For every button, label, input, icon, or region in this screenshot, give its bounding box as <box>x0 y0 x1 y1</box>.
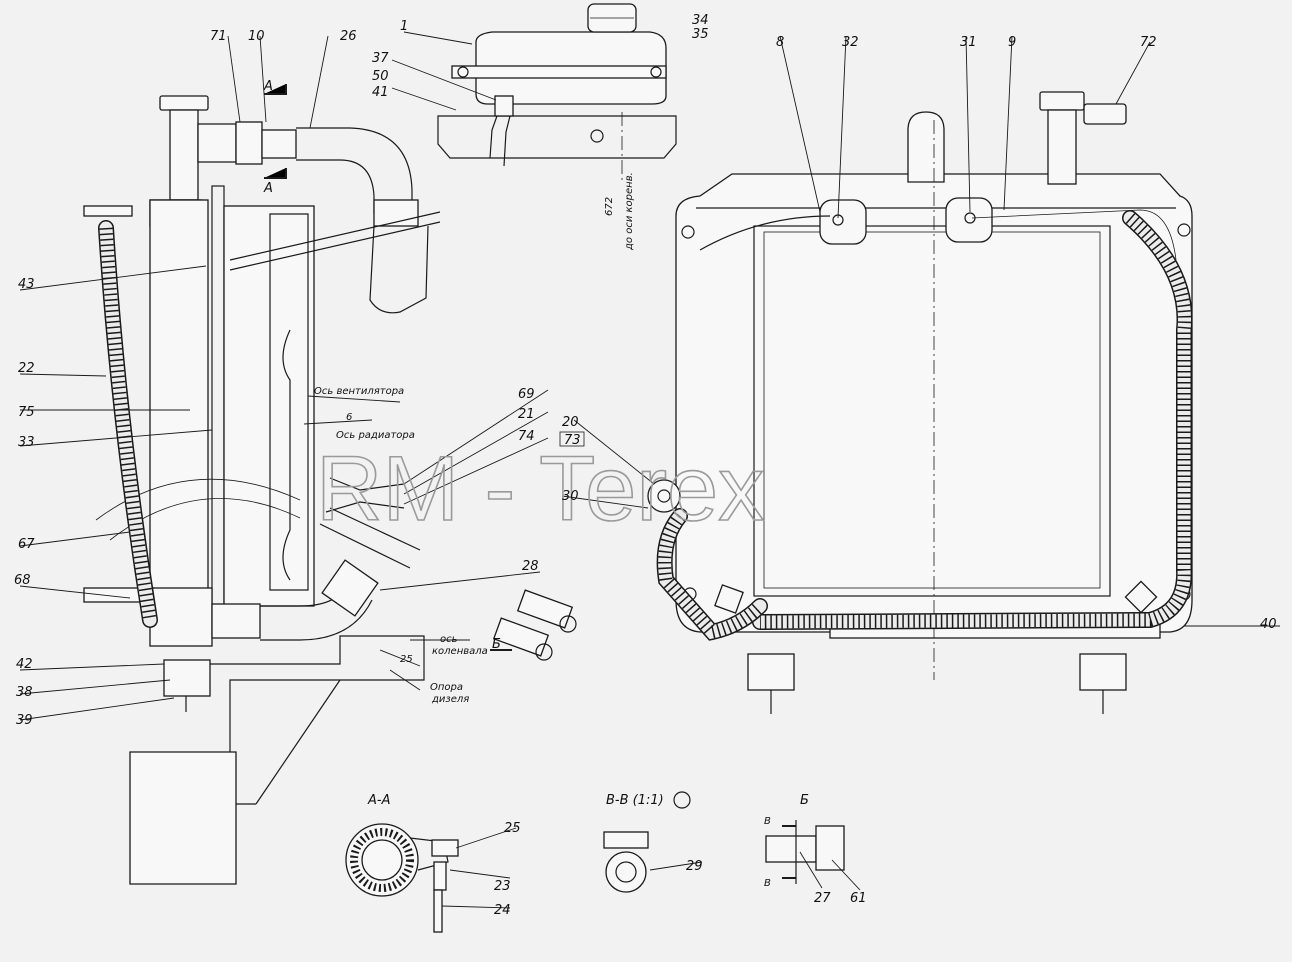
callout-8: 8 <box>776 35 784 50</box>
callout-39: 39 <box>16 713 33 728</box>
callout-42: 42 <box>16 657 33 672</box>
callout-21: 21 <box>518 407 535 422</box>
callout-29: 29 <box>686 859 703 874</box>
callout-61: 61 <box>850 891 867 906</box>
callout-26: 26 <box>340 29 357 44</box>
hose-front-left <box>656 508 768 641</box>
view-b-title: Б <box>800 793 809 808</box>
callout-43: 43 <box>18 277 35 292</box>
callout-73: 73 <box>564 433 581 448</box>
callout-23: 23 <box>494 879 511 894</box>
front-feet-fittings <box>714 580 1158 614</box>
section-cut-marks <box>264 84 796 879</box>
leader-lines <box>19 31 1280 909</box>
hose-front-right <box>752 210 1193 630</box>
callout-50: 50 <box>372 69 389 84</box>
callout-9: 9 <box>1008 35 1016 50</box>
callout-30: 30 <box>562 489 579 504</box>
callout-31: 31 <box>960 35 977 50</box>
callout-25: 25 <box>504 821 521 836</box>
section-mark-b: Б <box>492 637 501 652</box>
section-mark-a-bottom: А <box>263 181 273 196</box>
callout-1: 1 <box>400 19 408 34</box>
watermark: RM - Terex <box>316 438 764 540</box>
dim-6-label: 6 <box>346 412 352 423</box>
dim-25-label: 25 <box>400 654 413 665</box>
expansion-tank <box>437 3 677 180</box>
crank-axis-label-1: ось <box>440 634 458 645</box>
callout-40: 40 <box>1260 617 1277 632</box>
callout-69: 69 <box>518 387 535 402</box>
section-vv-title: В-В (1:1) <box>606 793 664 808</box>
section-mark-v-bottom: В <box>764 878 771 889</box>
callout-37: 37 <box>372 51 389 66</box>
callout-20: 20 <box>562 415 579 430</box>
radiator-axis-label: Ось радиатора <box>336 430 415 441</box>
callout-74: 74 <box>518 429 535 444</box>
callout-67: 67 <box>18 537 35 552</box>
callout-28: 28 <box>522 559 539 574</box>
callout-24: 24 <box>494 903 511 918</box>
callout-27: 27 <box>814 891 831 906</box>
front-view <box>647 91 1193 714</box>
callout-73-box <box>559 431 585 447</box>
callout-71: 71 <box>210 29 227 44</box>
to-crank-axis-text: до оси коренв. <box>624 172 635 251</box>
callout-35: 35 <box>692 27 709 42</box>
section-aa-title: А-А <box>367 793 390 808</box>
callout-75: 75 <box>18 405 35 420</box>
diesel-support-label-2: дизеля <box>431 694 469 705</box>
view-b <box>765 820 845 884</box>
hose-left-side <box>98 220 158 628</box>
callout-72: 72 <box>1140 35 1157 50</box>
callout-32: 32 <box>842 35 859 50</box>
to-crank-axis-dim: 672 <box>604 197 615 216</box>
section-vv <box>603 791 691 893</box>
side-view <box>83 95 577 885</box>
callout-68: 68 <box>14 573 31 588</box>
section-aa <box>345 823 459 933</box>
crank-axis-label-2: коленвала <box>432 646 488 657</box>
callout-34: 34 <box>692 13 709 28</box>
section-mark-a-top: А <box>263 79 273 94</box>
callout-41: 41 <box>372 85 389 100</box>
diesel-support-label-1: Опора <box>430 682 463 693</box>
callout-22: 22 <box>18 361 35 376</box>
fan-axis-label: Ось вентилятора <box>314 386 404 397</box>
callout-33: 33 <box>18 435 35 450</box>
section-mark-v-top: В <box>764 816 771 827</box>
callout-10: 10 <box>248 29 265 44</box>
callout-38: 38 <box>16 685 33 700</box>
